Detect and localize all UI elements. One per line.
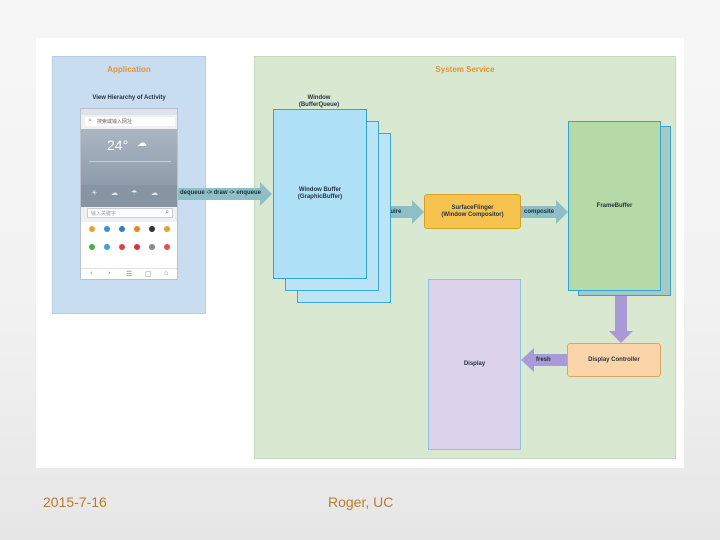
phone-screenshot: ⌕ 搜索或输入网址 24° ☁ ☀ ☁ ☂ ☁ 输入关键字 ⌕ ‹ › ☰ ▢ … [80,108,178,280]
surfaceflinger-line2: (Window Compositor) [441,211,504,218]
surfaceflinger-line1: SurfaceFlinger [451,204,494,211]
phone-search-icon: ⌕ [165,209,169,216]
dequeue-arrow [178,182,272,206]
window-buffer-line2: (GraphicBuffer) [297,194,343,200]
window-title-line2: (BufferQueue) [298,102,340,108]
display-controller-box: Display Controller [567,343,661,377]
footer-author: Roger, UC [328,494,394,510]
home-icon: ⌂ [164,270,169,277]
fresh-arrow [521,348,567,372]
weather-panel: 24° ☁ [81,129,177,185]
window-title-line1: Window [307,95,331,101]
framebuffer-box: FrameBuffer [568,121,661,291]
weather-icon-3: ☂ [131,190,138,197]
temperature: 24° [107,137,129,153]
fb-to-controller-arrow [609,296,633,343]
system-service-title: System Service [435,65,495,74]
composite-label: composite [524,209,555,215]
phone-url-bar: ⌕ 搜索或输入网址 [85,117,175,126]
display-box: Display [428,279,521,450]
phone-search-placeholder: 输入关键字 [91,211,117,217]
display-label: Display [463,361,486,367]
dequeue-label: dequeue -> draw -> enqueue [180,190,262,196]
fresh-label: fresh [536,357,551,363]
cloud-icon: ☁ [137,138,147,149]
app-grid [81,222,177,268]
composite-arrow [521,200,568,224]
back-icon: ‹ [90,270,93,277]
view-hierarchy-label: View Hierarchy of Activity [92,95,166,101]
phone-search-box: 输入关键字 ⌕ [87,208,173,218]
status-bar [81,109,177,115]
footer-date: 2015-7-16 [43,494,107,510]
framebuffer-label: FrameBuffer [596,202,633,209]
menu-icon: ☰ [126,271,133,278]
tabs-icon: ▢ [145,271,152,278]
display-controller-label: Display Controller [588,356,640,363]
forward-icon: › [108,270,111,277]
search-icon: ⌕ [88,117,92,124]
news-strip: ☀ ☁ ☂ ☁ [81,185,177,207]
window-title: Window (BufferQueue) [272,95,366,109]
weather-icon-4: ☁ [151,190,158,197]
weather-icon-1: ☀ [91,190,98,197]
phone-nav-bar: ‹ › ☰ ▢ ⌂ [81,268,177,279]
phone-search-text: 搜索或输入网址 [97,119,133,125]
application-title: Application [107,65,151,74]
weather-icon-2: ☁ [111,190,118,197]
window-buffer-line1: Window Buffer [298,187,342,193]
window-buffer: Window Buffer (GraphicBuffer) [273,109,367,279]
surfaceflinger-box: SurfaceFlinger (Window Compositor) [424,194,521,229]
